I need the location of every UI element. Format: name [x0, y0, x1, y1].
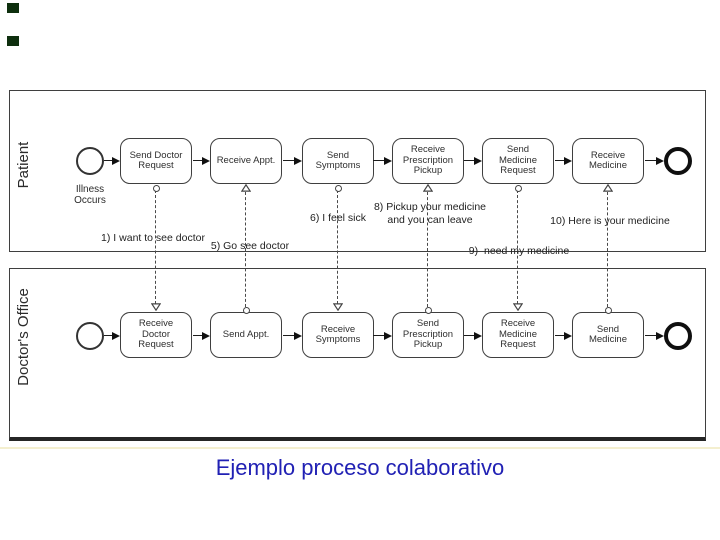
task-send-doctor-request: Send Doctor Request [120, 138, 192, 184]
task-receive-prescription-pickup: Receive Prescription Pickup [392, 138, 464, 184]
task-receive-medicine: Receive Medicine [572, 138, 644, 184]
task-send-appt: Send Appt. [210, 312, 282, 358]
message-label-10: 10) Here is your medicine [550, 215, 670, 227]
message-label-1: 1) I want to see doctor [101, 232, 205, 244]
sequence-arrowhead-icon [656, 156, 664, 165]
task-send-prescription-pickup: Send Prescription Pickup [392, 312, 464, 358]
message-origin-icon [334, 184, 342, 192]
sequence-arrowhead-icon [384, 331, 392, 340]
sequence-arrowhead-icon [474, 331, 482, 340]
slide-decoration-square-bottom-icon [7, 36, 19, 46]
lane-label-patient: Patient [15, 141, 32, 189]
sequence-arrowhead-icon [112, 331, 120, 340]
message-flow-5 [245, 192, 247, 307]
task-receive-appt: Receive Appt. [210, 138, 282, 184]
sequence-flow [104, 335, 112, 337]
message-label-5: 5) Go see doctor [210, 240, 290, 252]
sequence-flow [104, 160, 112, 162]
sequence-arrowhead-icon [564, 331, 572, 340]
sequence-flow [283, 160, 294, 162]
sequence-arrowhead-icon [564, 156, 572, 165]
sequence-arrowhead-icon [294, 331, 302, 340]
sequence-flow [464, 160, 474, 162]
message-origin-icon [424, 306, 432, 314]
sequence-flow [193, 160, 202, 162]
task-send-medicine-request: Send Medicine Request [482, 138, 554, 184]
message-flow-9 [517, 190, 519, 304]
message-flow-1 [155, 190, 157, 304]
sequence-arrowhead-icon [384, 156, 392, 165]
message-arrowhead-down-icon [513, 303, 523, 311]
sequence-flow [645, 160, 656, 162]
slide-caption: Ejemplo proceso colaborativo [215, 455, 505, 480]
sequence-flow [373, 160, 384, 162]
message-flow-8 [427, 192, 429, 307]
sequence-flow [645, 335, 656, 337]
sequence-arrowhead-icon [202, 156, 210, 165]
end-event-icon [664, 322, 692, 350]
sequence-arrowhead-icon [294, 156, 302, 165]
start-event-label: Illness Occurs [74, 184, 106, 206]
sequence-flow [464, 335, 474, 337]
sequence-flow [373, 335, 384, 337]
message-label-6: 6) I feel sick [309, 212, 367, 224]
slide-decoration-square-top-icon [7, 3, 19, 13]
lane-label-doctors-office: Doctor's Office [15, 288, 32, 386]
sequence-flow [193, 335, 202, 337]
message-arrowhead-up-icon [241, 184, 251, 192]
sequence-flow [555, 160, 564, 162]
sequence-arrowhead-icon [474, 156, 482, 165]
sequence-arrowhead-icon [112, 156, 120, 165]
start-event-icon [76, 322, 104, 350]
message-label-8: 8) Pickup your medicine and you can leav… [373, 201, 487, 226]
task-receive-medicine-request: Receive Medicine Request [482, 312, 554, 358]
message-arrowhead-down-icon [151, 303, 161, 311]
message-flow-6 [337, 190, 339, 304]
message-arrowhead-up-icon [603, 184, 613, 192]
sequence-arrowhead-icon [656, 331, 664, 340]
slide-divider-line [0, 447, 720, 449]
end-event-icon [664, 147, 692, 175]
message-flow-10 [607, 192, 609, 307]
message-origin-icon [242, 306, 250, 314]
task-receive-symptoms: Receive Symptoms [302, 312, 374, 358]
message-origin-icon [152, 184, 160, 192]
sequence-flow [283, 335, 294, 337]
message-arrowhead-up-icon [423, 184, 433, 192]
task-receive-doctor-request: Receive Doctor Request [120, 312, 192, 358]
start-event-icon [76, 147, 104, 175]
task-send-medicine: Send Medicine [572, 312, 644, 358]
task-send-symptoms: Send Symptoms [302, 138, 374, 184]
message-label-9: 9) need my medicine [468, 245, 570, 257]
message-origin-icon [514, 184, 522, 192]
sequence-arrowhead-icon [202, 331, 210, 340]
sequence-flow [555, 335, 564, 337]
message-arrowhead-down-icon [333, 303, 343, 311]
message-origin-icon [604, 306, 612, 314]
